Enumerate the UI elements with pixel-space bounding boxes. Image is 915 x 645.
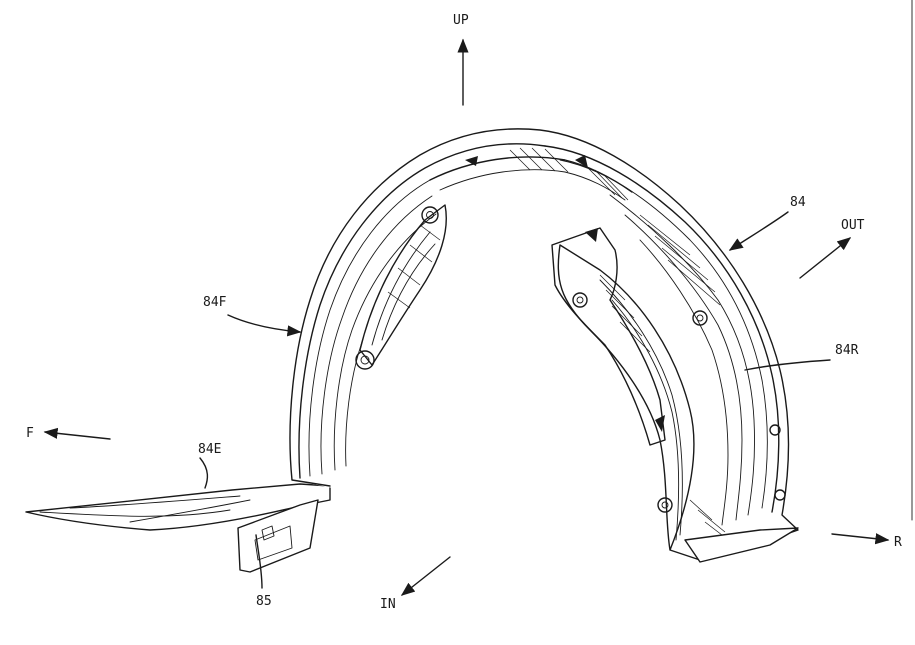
fender-liner xyxy=(25,128,799,573)
label-liner: 84 xyxy=(790,195,806,210)
label-front: F xyxy=(26,426,34,441)
mounting-holes xyxy=(355,155,786,513)
front-rib xyxy=(359,204,447,366)
label-extension: 84E xyxy=(198,442,221,457)
label-inward: IN xyxy=(380,597,396,612)
leader-lines xyxy=(199,211,831,589)
direction-indicators xyxy=(43,38,890,596)
hatching xyxy=(387,147,736,546)
label-front-portion: 84F xyxy=(203,295,227,310)
labels: UP 84 OUT 84F 84R F 84E R 85 IN xyxy=(26,13,902,612)
rear-arrow xyxy=(831,533,890,545)
label-rear: R xyxy=(894,535,902,550)
label-clip: 85 xyxy=(256,594,272,609)
in-arrow xyxy=(400,556,451,596)
label-out: OUT xyxy=(841,218,865,233)
label-rear-portion: 84R xyxy=(835,343,859,358)
label-up: UP xyxy=(453,13,469,28)
out-arrow xyxy=(799,237,852,279)
liner-outer-shell xyxy=(289,128,799,561)
front-arrow xyxy=(43,427,111,440)
front-extension-plate xyxy=(25,483,331,531)
clip-bracket xyxy=(237,499,319,573)
